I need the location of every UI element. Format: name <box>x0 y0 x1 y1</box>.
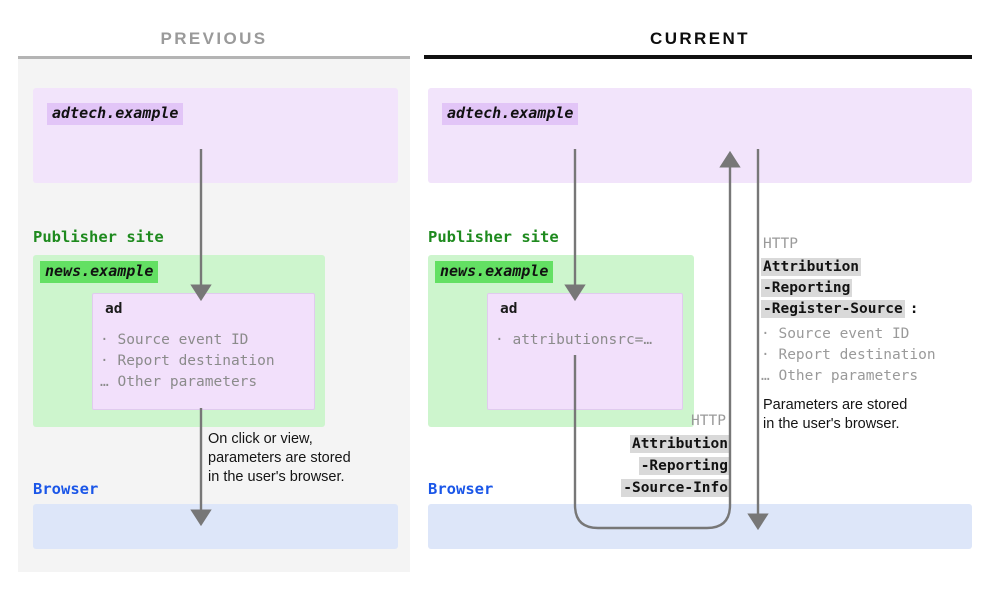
response-header-chip-3: -Register-Source <box>761 300 905 318</box>
previous-note: On click or view, parameters are stored … <box>208 431 351 485</box>
current-response-header-line-3: -Register-Source: <box>761 299 918 320</box>
panel-title-current: CURRENT <box>650 29 750 48</box>
current-browser-label: Browser <box>428 480 494 498</box>
request-header-chip-2: -Reporting <box>638 457 730 475</box>
current-response-parameter-list: · Source event ID · Report destination …… <box>761 326 936 384</box>
previous-ad-title: ad <box>105 301 123 317</box>
previous-ad-parameter-list: · Source event ID · Report destination …… <box>100 332 275 390</box>
panel-rule-current <box>424 55 972 59</box>
current-request-header-line-2: -Reporting <box>612 456 730 477</box>
response-header-chip-1: Attribution <box>761 258 862 276</box>
current-ad-parameter-list: · attributionsrc=… <box>495 332 653 348</box>
current-response-http-word: HTTP <box>763 236 798 252</box>
current-browser-zone <box>428 504 972 549</box>
current-request-header-line-1: Attribution <box>612 434 730 455</box>
panel-title-previous: PREVIOUS <box>160 29 268 48</box>
panel-rule-previous <box>18 56 410 59</box>
previous-browser-zone <box>33 504 398 549</box>
request-header-chip-3: -Source-Info <box>621 479 730 497</box>
current-news-chip: news.example <box>435 261 554 283</box>
response-header-chip-2: -Reporting <box>761 279 853 297</box>
current-publisher-label: Publisher site <box>428 228 559 246</box>
current-request-http-word: HTTP <box>691 413 726 429</box>
response-header-colon: : <box>909 301 919 317</box>
current-response-header-line-1: Attribution <box>761 257 862 278</box>
current-note: Parameters are stored in the user's brow… <box>763 397 908 432</box>
current-ad-title: ad <box>500 301 518 317</box>
current-response-header-line-2: -Reporting <box>761 278 853 299</box>
previous-publisher-label: Publisher site <box>33 228 164 246</box>
previous-adtech-chip: adtech.example <box>47 103 184 125</box>
previous-news-chip: news.example <box>40 261 159 283</box>
previous-browser-label: Browser <box>33 480 99 498</box>
current-request-header-line-3: -Source-Info <box>612 478 730 499</box>
current-adtech-chip: adtech.example <box>442 103 579 125</box>
request-header-chip-1: Attribution <box>629 435 730 453</box>
